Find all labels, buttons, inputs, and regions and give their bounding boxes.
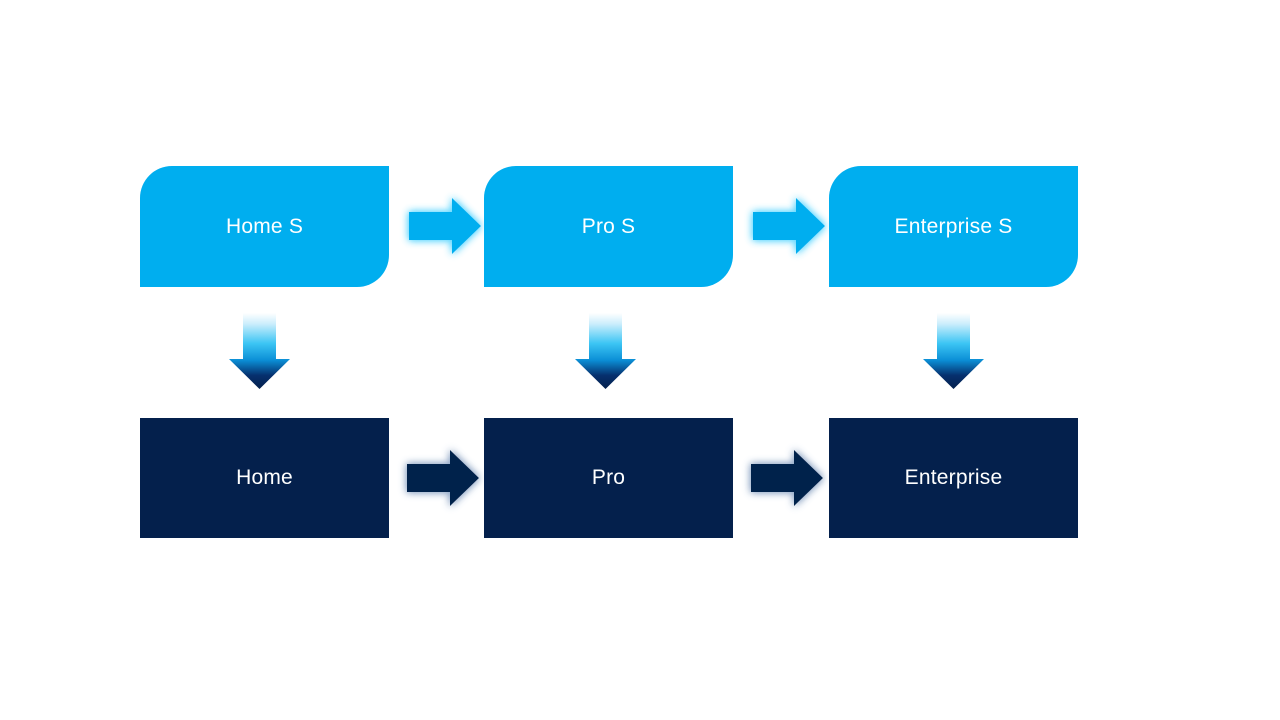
arrow-down-icon-pro-s-to-pro bbox=[575, 313, 636, 389]
node-enterprise[interactable]: Enterprise bbox=[829, 418, 1078, 538]
arrow-down-icon-enterprise-s-to-enterprise bbox=[923, 313, 984, 389]
node-label-enterprise-s: Enterprise S bbox=[894, 214, 1013, 238]
node-label-home-s: Home S bbox=[225, 214, 304, 238]
node-pro-s[interactable]: Pro S bbox=[484, 166, 733, 287]
node-label-enterprise: Enterprise bbox=[904, 466, 1003, 490]
arrow-right-icon-pro-s-to-enterprise-s bbox=[753, 198, 825, 254]
arrow-right-icon-home-s-to-pro-s bbox=[409, 198, 481, 254]
arrow-down-icon-home-s-to-home bbox=[229, 313, 290, 389]
node-label-home: Home bbox=[236, 466, 293, 490]
node-label-pro-s: Pro S bbox=[581, 214, 636, 238]
arrow-right-icon-home-to-pro bbox=[407, 450, 479, 506]
node-home[interactable]: Home bbox=[140, 418, 389, 538]
node-label-pro: Pro bbox=[591, 466, 626, 490]
node-home-s[interactable]: Home S bbox=[140, 166, 389, 287]
arrow-right-icon-pro-to-enterprise bbox=[751, 450, 823, 506]
node-pro[interactable]: Pro bbox=[484, 418, 733, 538]
node-enterprise-s[interactable]: Enterprise S bbox=[829, 166, 1078, 287]
